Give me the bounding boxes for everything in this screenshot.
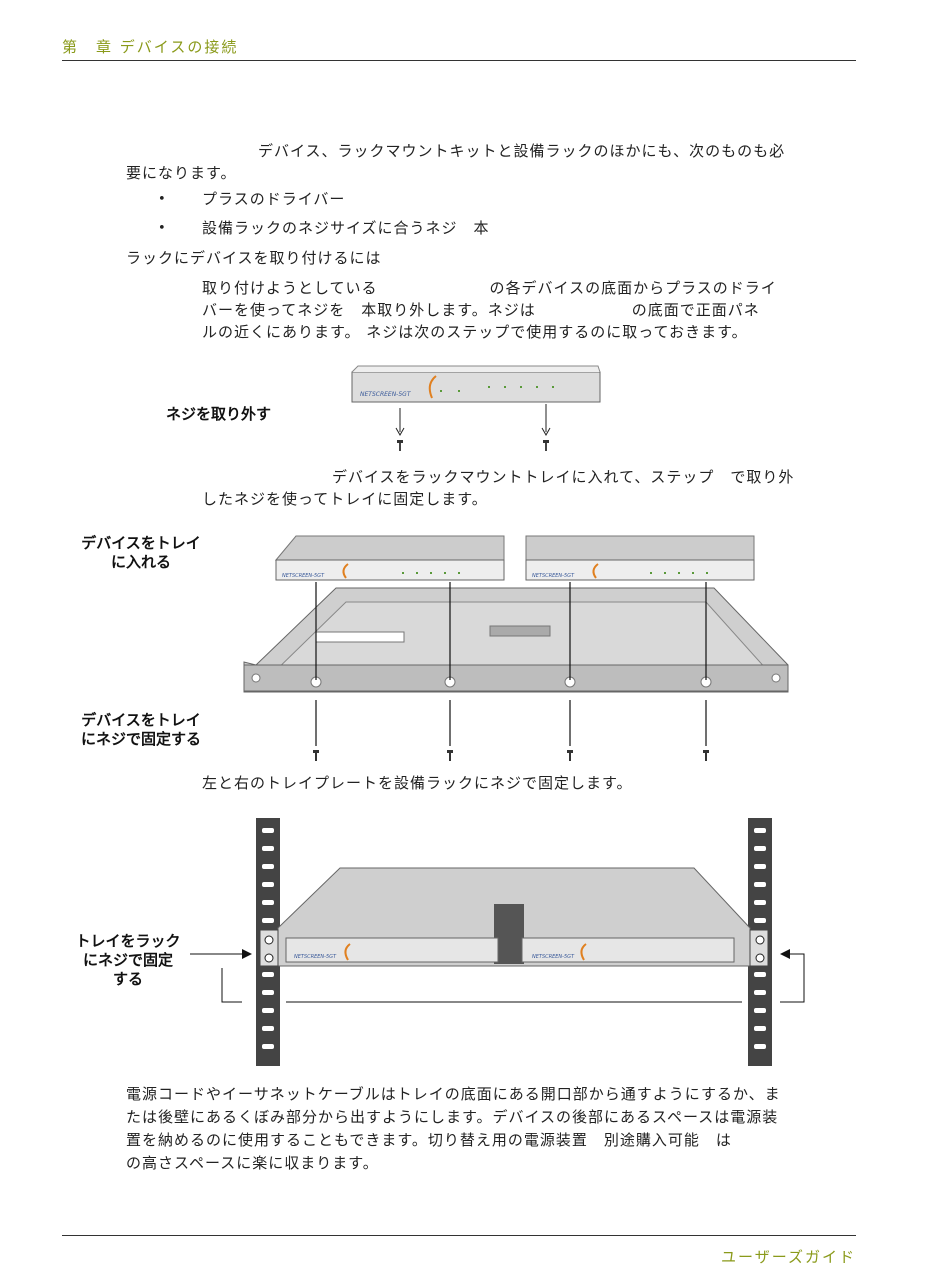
intro-line-1: デバイス、ラックマウントキットと設備ラックのほかにも、次のものも必 — [258, 142, 786, 160]
bullet-item-screwdriver: プラスのドライバー — [202, 190, 346, 208]
fig2-label-secure: デバイスをトレイにネジで固定する — [80, 711, 201, 748]
bullet-dot: • — [158, 221, 166, 236]
fig3-rack-illustration: NETSCREEN-5GT NETSCREEN-5GT — [190, 818, 805, 1066]
closing-line-3: 置を納めるのに使用することもできます。切り替え用の電源装置 別途購入可能 は — [126, 1131, 732, 1149]
footer-rule — [62, 1235, 856, 1236]
fig2-brand-left: NETSCREEN-5GT — [282, 573, 325, 579]
fig3-brand-left: NETSCREEN-5GT — [294, 954, 337, 960]
fig2-tray-illustration: NETSCREEN-5GT NETSCREEN-5GT — [243, 535, 789, 761]
fig2-brand-right: NETSCREEN-5GT — [532, 573, 575, 579]
step1-line-2: バーを使ってネジを 本取り外します。ネジは の底面で正面パネ — [202, 301, 760, 319]
fig1-label: ネジを取り外す — [166, 405, 272, 423]
fig2-label-insert: デバイスをトレイに入れる — [81, 534, 201, 571]
fig3-brand-right: NETSCREEN-5GT — [532, 954, 575, 960]
closing-line-2: たは後壁にあるくぼみ部分から出すようにします。デバイスの後部にあるスペースは電源… — [126, 1108, 779, 1126]
bullet-dot: • — [158, 192, 166, 207]
step1-line-1: 取り付けようとしている の各デバイスの底面からプラスのドライ — [202, 279, 777, 297]
header-rule — [62, 60, 856, 61]
fig1-brand: NETSCREEN-5GT — [360, 391, 412, 398]
step2-line-2: したネジを使ってトレイに固定します。 — [202, 490, 488, 508]
intro-line-2: 要になります。 — [126, 164, 237, 182]
footer-title: ユーザーズガイド — [721, 1248, 856, 1266]
procedure-title: ラックにデバイスを取り付けるには — [126, 249, 382, 267]
bullet-item-screws: 設備ラックのネジサイズに合うネジ 本 — [202, 219, 490, 237]
step2-line-1: デバイスをラックマウントトレイに入れて、ステップ で取り外 — [332, 468, 795, 486]
step1-line-3: ルの近くにあります。 ネジは次のステップで使用するのに取っておきます。 — [202, 323, 748, 341]
closing-line-1: 電源コードやイーサネットケーブルはトレイの底面にある開口部から通すようにするか、… — [126, 1085, 781, 1103]
fig3-label: トレイをラックにネジで固定する — [75, 932, 181, 988]
closing-line-4: の高さスペースに楽に収まります。 — [126, 1154, 379, 1172]
chapter-header: 第 章 デバイスの接続 — [62, 38, 239, 56]
fig1-device-illustration: NETSCREEN-5GT — [351, 365, 601, 451]
step3-text: 左と右のトレイプレートを設備ラックにネジで固定します。 — [202, 774, 633, 792]
